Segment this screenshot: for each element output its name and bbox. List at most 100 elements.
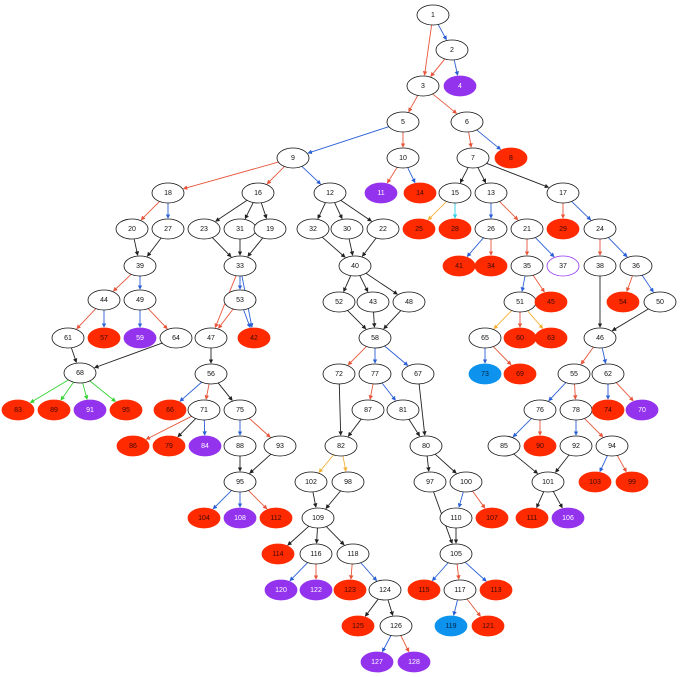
node-label: 109 [312,515,324,522]
node-111: 111 [515,507,549,529]
node-5: 5 [386,111,420,133]
node-61: 61 [51,327,85,349]
edge-52-58 [347,310,367,330]
node-shape [487,435,521,457]
node-label: 39 [136,263,144,270]
node-label: 6 [465,119,469,126]
node-86: 86 [116,435,150,457]
node-102: 102 [294,471,328,493]
node-6: 6 [450,111,484,133]
node-100: 100 [449,471,483,493]
edge-40-48 [365,272,398,295]
edge-20-39 [133,238,140,256]
node-3: 3 [406,75,440,97]
node-shape [1,399,35,421]
edge-36-50 [641,274,654,293]
node-42: 42 [237,327,271,349]
edge-58-67 [384,345,409,366]
node-shape [443,75,477,97]
node-label: 85 [500,443,508,450]
edge-105-115 [431,562,449,582]
node-label: 98 [344,479,352,486]
node-19: 19 [253,218,287,240]
node-104: 104 [187,507,221,529]
node-label: 86 [129,443,137,450]
edge-116-120 [289,562,309,582]
node-shape [223,471,257,493]
node-62: 62 [591,363,625,385]
edge-94-103 [599,455,608,473]
node-shape [116,435,150,457]
node-1: 1 [416,4,450,26]
node-shape [87,327,121,349]
node-105: 105 [439,543,473,565]
edge-53-47 [218,308,234,329]
edge-3-5 [408,95,419,113]
node-shape [435,39,469,61]
node-shape [109,399,143,421]
node-shape [468,327,502,349]
node-label: 95 [122,407,130,414]
node-shape [474,218,508,240]
node-55: 55 [557,363,591,385]
edge-82-98 [342,455,348,472]
node-shape [551,507,585,529]
node-shape [386,147,420,169]
node-label: 73 [481,371,489,378]
node-76: 76 [523,399,557,421]
node-label: 69 [516,371,524,378]
node-shape [403,182,437,204]
node-shape [341,615,375,637]
node-label: 29 [559,226,567,233]
edge-46-62 [601,347,607,364]
edge-43-58 [371,311,377,328]
node-108: 108 [223,507,257,529]
node-13: 13 [474,182,508,204]
node-shape [559,435,593,457]
node-12: 12 [313,182,347,204]
edge-40-52 [343,275,352,293]
node-103: 103 [578,471,612,493]
node-58: 58 [358,327,392,349]
node-shape [416,4,450,26]
node-119: 119 [434,615,468,637]
node-label: 89 [50,407,58,414]
node-label: 62 [604,371,612,378]
node-shape [194,327,228,349]
node-shape [515,507,549,529]
node-shape [468,363,502,385]
edge-77-81 [381,382,396,401]
node-label: 8 [509,155,513,162]
node-label: 4 [458,83,462,90]
node-shape [503,363,537,385]
node-9: 9 [276,147,310,169]
node-label: 7 [471,155,475,162]
node-120: 120 [264,579,298,601]
edge-109-116 [314,527,320,544]
node-shape [263,435,297,457]
node-label: 100 [460,479,472,486]
node-shape [253,218,287,240]
node-shape [583,327,617,349]
node-label: 57 [100,335,108,342]
node-shape [434,615,468,637]
node-shape [479,579,513,601]
edge-92-101 [555,454,570,473]
node-shape [443,579,477,601]
node-8: 8 [494,147,528,169]
node-shape [606,291,640,313]
node-label: 128 [408,659,420,666]
node-label: 120 [275,587,287,594]
node-118: 118 [336,543,370,565]
node-71: 71 [187,399,221,421]
edge-124-125 [364,598,379,617]
node-shape [360,651,394,673]
node-label: 21 [523,226,531,233]
edge-118-123 [348,563,354,580]
edge-51-63 [527,310,544,330]
node-82: 82 [324,435,358,457]
node-98: 98 [331,471,365,493]
node-label: 3 [421,83,425,90]
node-shape [63,362,97,384]
node-label: 47 [207,335,215,342]
